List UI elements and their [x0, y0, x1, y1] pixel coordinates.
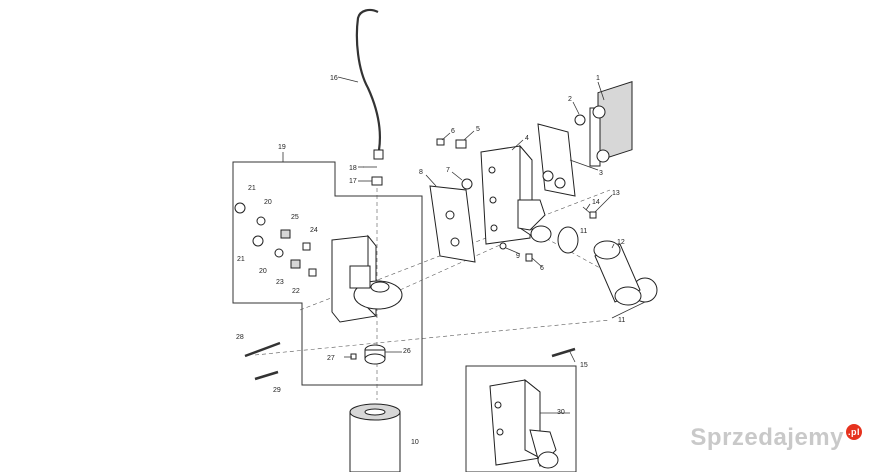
- callout-17: 17: [349, 178, 357, 185]
- callout-6b: 6: [540, 265, 544, 272]
- cooler-assembly-30: [489, 378, 559, 469]
- callout-11b: 11: [618, 317, 625, 324]
- callout-29: 29: [273, 387, 281, 394]
- callout-25: 25: [291, 214, 299, 221]
- callout-5: 5: [476, 126, 480, 133]
- callout-7: 7: [446, 167, 450, 174]
- bolt-15: [551, 347, 576, 358]
- callout-2: 2: [568, 96, 572, 103]
- valve-22: [308, 268, 317, 277]
- callout-10: 10: [411, 439, 419, 446]
- adapter-26: [364, 344, 386, 365]
- callout-1: 1: [596, 75, 600, 82]
- plug-21b: [252, 235, 264, 247]
- callout-20b: 20: [259, 268, 267, 275]
- callout-6a: 6: [451, 128, 455, 135]
- callout-3: 3: [599, 170, 603, 177]
- callout-21a: 21: [248, 185, 256, 192]
- oil-filter-10: [349, 403, 401, 472]
- seal-20b: [274, 248, 284, 258]
- fitting-17: [371, 176, 383, 186]
- callout-16: 16: [330, 75, 338, 82]
- callout-14: 14: [592, 199, 600, 206]
- clamp-11a: [557, 226, 579, 254]
- plug-6a: [436, 138, 445, 146]
- plug-7: [461, 178, 473, 190]
- callout-labels: 1 2 3 4 5 6 7 8 9 6 13 14 11 12 11 15 16…: [236, 75, 625, 446]
- callout-9: 9: [516, 253, 520, 260]
- inset-frame-30: [465, 365, 577, 472]
- callout-8: 8: [419, 169, 423, 176]
- callout-22: 22: [292, 288, 300, 295]
- callout-12: 12: [617, 239, 625, 246]
- bolt-28: [244, 341, 281, 358]
- valve-24: [302, 242, 311, 251]
- plug-21a: [234, 202, 246, 214]
- gasket-8: [429, 185, 476, 263]
- callout-20a: 20: [264, 199, 272, 206]
- spring-23: [290, 259, 301, 269]
- callout-24: 24: [310, 227, 318, 234]
- callout-11a: 11: [580, 228, 587, 235]
- spring-25: [280, 229, 291, 239]
- callout-leaders: [282, 76, 646, 414]
- filter-head-assembly: [331, 234, 403, 323]
- oil-line-fitting: [373, 149, 384, 160]
- callout-19: 19: [278, 144, 286, 151]
- plug-5: [455, 139, 467, 149]
- callout-18: 18: [349, 165, 357, 172]
- seal-20a: [256, 216, 266, 226]
- callout-30: 30: [557, 409, 565, 416]
- plug-27: [350, 353, 357, 360]
- callout-15: 15: [580, 362, 588, 369]
- callout-28: 28: [236, 334, 244, 341]
- hose-12: [593, 240, 642, 306]
- callout-26: 26: [403, 348, 411, 355]
- bolt-9: [499, 242, 507, 250]
- watermark-badge: .pl: [846, 424, 862, 440]
- assembly-frame-19: [232, 161, 423, 386]
- oil-line-16: [355, 8, 382, 151]
- callout-4: 4: [525, 135, 529, 142]
- watermark-text: Sprzedajemy: [690, 424, 844, 451]
- callout-23: 23: [276, 279, 284, 286]
- bolt-14: [582, 206, 591, 214]
- watermark-logo: Sprzedajemy.pl: [690, 424, 862, 452]
- plug-6b: [525, 253, 533, 262]
- seal-ring-2: [574, 114, 586, 126]
- fitting-13: [589, 211, 597, 219]
- callout-21b: 21: [237, 256, 245, 263]
- bolt-29: [254, 370, 279, 381]
- callout-13: 13: [612, 190, 620, 197]
- oil-cooler-core-1: [589, 80, 633, 167]
- outlet-elbow: [517, 199, 552, 243]
- callout-27: 27: [327, 355, 335, 362]
